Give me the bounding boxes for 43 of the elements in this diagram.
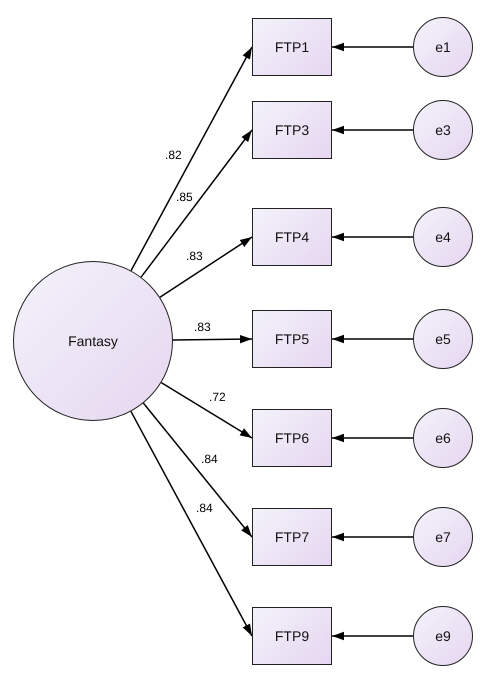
node-label: e9	[435, 628, 451, 644]
node-label: e3	[435, 122, 451, 138]
node-label: FTP7	[274, 529, 310, 545]
observed-variable-box	[252, 101, 332, 159]
arrow	[172, 334, 252, 344]
arrow	[332, 232, 413, 242]
observed-variable-box	[252, 409, 332, 467]
edge-label: .82	[164, 149, 183, 162]
node-label: FTP9	[274, 628, 310, 644]
node-label: FTP1	[274, 39, 310, 55]
observed-variable-box	[252, 310, 332, 368]
node-label: Fantasy	[68, 333, 118, 349]
edge-label: .83	[185, 250, 204, 263]
arrow	[332, 434, 413, 442]
node-label: FTP6	[274, 430, 310, 446]
node-label: FTP3	[274, 122, 310, 138]
arrow	[160, 236, 252, 298]
node-label: e7	[435, 529, 451, 545]
arrow	[332, 334, 413, 344]
arrow	[332, 632, 413, 640]
arrow	[130, 411, 253, 636]
edge-label: .85	[175, 191, 194, 204]
observed-variable-box	[252, 18, 332, 76]
arrow	[140, 130, 253, 278]
edge-label: .72	[208, 391, 227, 404]
observed-variable-box	[252, 208, 332, 266]
node-label: e1	[435, 39, 451, 55]
arrow	[332, 42, 413, 52]
arrow	[332, 126, 413, 134]
observed-variable-box	[252, 607, 332, 665]
edge-label: .83	[193, 321, 212, 334]
node-label: e5	[435, 331, 451, 347]
edge-label: .84	[200, 453, 219, 466]
arrow	[332, 532, 413, 542]
node-label: FTP5	[274, 331, 310, 347]
node-label: e6	[435, 430, 451, 446]
observed-variable-box	[252, 508, 332, 566]
arrow	[142, 402, 253, 538]
arrow	[160, 382, 252, 439]
arrow	[130, 46, 253, 271]
node-label: FTP4	[274, 229, 310, 245]
edge-label: .84	[195, 502, 214, 515]
node-label: e4	[435, 229, 451, 245]
